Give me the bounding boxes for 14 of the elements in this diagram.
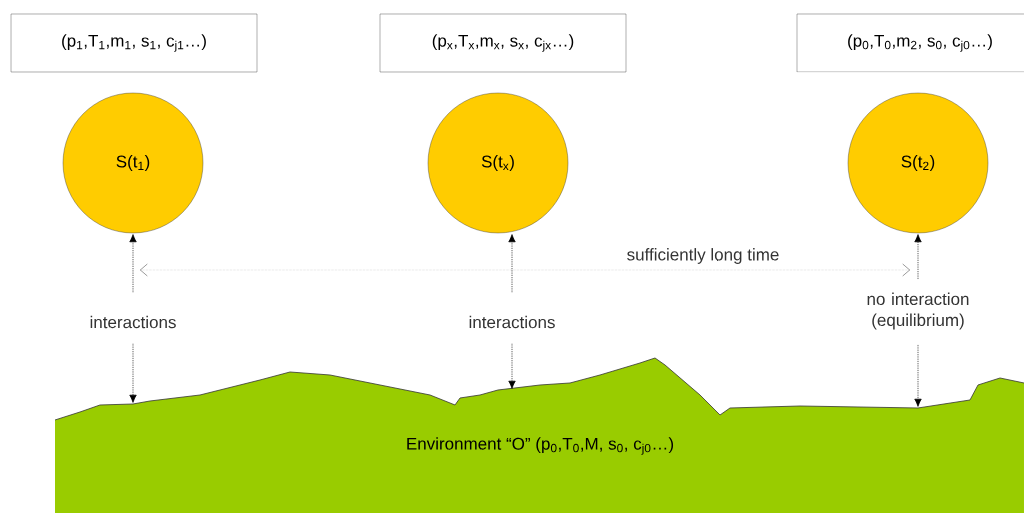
arrow bbox=[914, 344, 922, 407]
param-box: (p$_{1}$,T$_{1}$,m$_{1}$, s$_{1}$, c$_{j1}$…) bbox=[10, 13, 258, 73]
arrow bbox=[914, 234, 922, 280]
arrow bbox=[508, 234, 516, 293]
environment-ground: Environment “O” (p$_{0}$,T$_{0}$,M, s$_{0}$, c$_{j0}$…) bbox=[54, 357, 1024, 513]
arrow bbox=[508, 343, 516, 389]
arrow bbox=[129, 234, 137, 293]
arrow bbox=[129, 343, 137, 403]
param-box: (p$_{x}$,T$_{x}$,m$_{x}$, s$_{x}$, c$_{jx}$…) bbox=[379, 13, 627, 73]
interaction-label: interactions bbox=[469, 315, 555, 329]
interaction-label: no interaction (equilibrium) bbox=[867, 292, 969, 330]
param-box: (p$_{0}$,T$_{0}$,m$_{2}$, s$_{0}$, c$_{j0}$…) bbox=[796, 13, 1024, 73]
interaction-label: interactions bbox=[90, 315, 176, 329]
time-label: sufficiently long time bbox=[627, 248, 779, 264]
